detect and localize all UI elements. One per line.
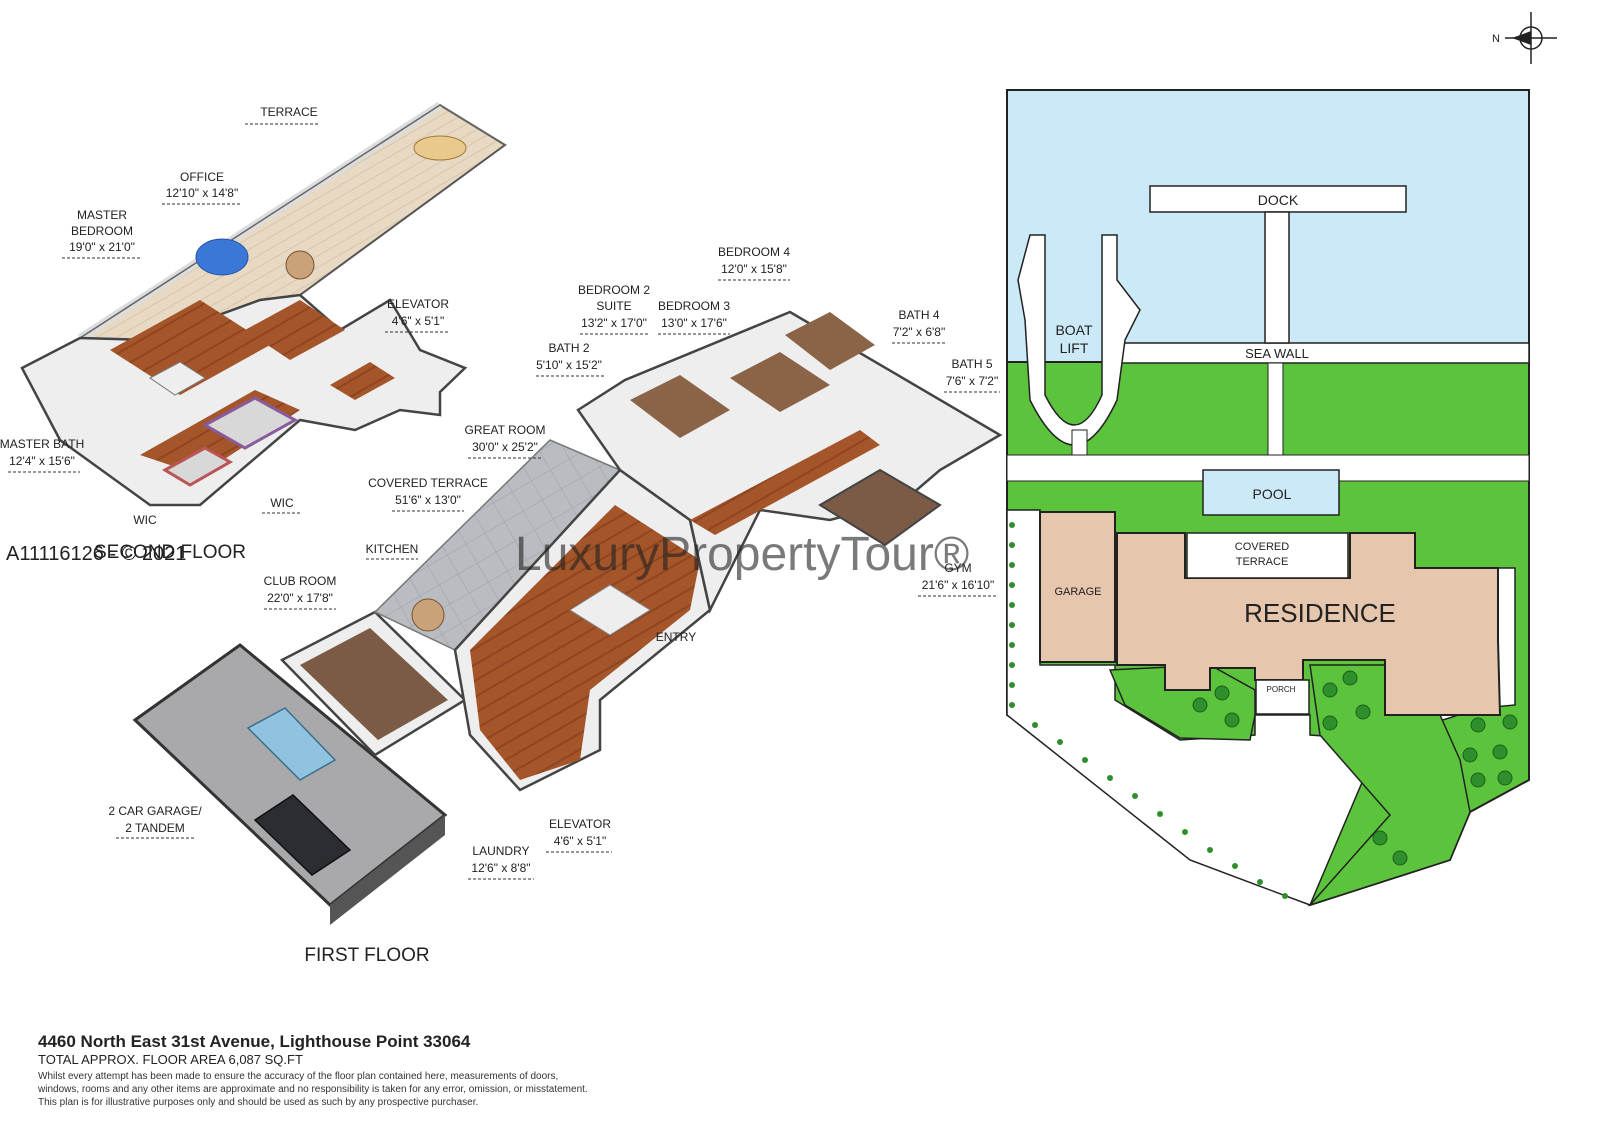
label-gym-dims: 21'6" x 16'10"	[922, 578, 995, 592]
label-bedroom-2-dims: 13'2" x 17'0"	[581, 316, 647, 330]
elevator-hall-floor	[330, 362, 395, 400]
label-laundry-dims: 12'6" x 8'8"	[471, 861, 530, 875]
label-entry: ENTRY	[656, 630, 696, 644]
garage-site-label: GARAGE	[1054, 586, 1101, 598]
wic-closet	[201, 396, 299, 450]
label-bedroom-3: BEDROOM 3	[658, 299, 730, 313]
sea-wall-label: SEA WALL	[1245, 346, 1309, 361]
label-great-room: GREAT ROOM	[465, 423, 546, 437]
label-great-room-dims: 30'0" x 25'2"	[472, 440, 538, 454]
sea-wall	[1114, 342, 1530, 364]
front-lawn-left	[1108, 664, 1256, 741]
porch-label: PORCH	[1267, 685, 1296, 694]
great-room-floor	[470, 505, 700, 780]
boat-lift-path	[1071, 429, 1088, 456]
label-covered-terrace-dims: 51'6" x 13'0"	[395, 493, 461, 507]
porch	[1255, 679, 1310, 715]
compass-icon: N	[1492, 12, 1557, 64]
label-bath-4-dims: 7'2" x 6'8"	[893, 325, 945, 339]
bedroom-3-floor	[730, 352, 830, 412]
label-office: OFFICE	[180, 170, 224, 184]
first-floor-title: FIRST FLOOR	[304, 945, 429, 966]
watermark-brand: LuxuryPropertyTour®	[515, 528, 969, 581]
label-elevator-1f-dims: 4'6" x 5'1"	[554, 834, 606, 848]
label-club-room-dims: 22'0" x 17'8"	[267, 591, 333, 605]
dock-path	[1267, 362, 1284, 456]
patio-umbrella	[195, 238, 249, 276]
label-gym: GYM	[944, 561, 971, 575]
club-room-floor	[300, 628, 448, 740]
wic-closet-2	[161, 446, 234, 487]
master-bed	[149, 361, 206, 396]
label-elevator-2f: ELEVATOR	[387, 297, 449, 311]
compass-label: N	[1492, 33, 1500, 45]
covered-terrace-label-1: COVERED	[1235, 541, 1289, 553]
car-blue	[246, 707, 337, 781]
hedge	[1009, 522, 1288, 899]
disclaimer-line-2: windows, rooms and any other items are a…	[38, 1084, 588, 1095]
bedroom-2-floor	[630, 375, 730, 438]
label-bath-2-dims: 5'10" x 15'2"	[536, 358, 602, 372]
boat-lift	[1017, 234, 1141, 446]
dock-label: DOCK	[1258, 192, 1299, 208]
pool	[1202, 469, 1340, 516]
master-bedroom-floor	[110, 300, 270, 395]
label-bedroom-3-dims: 13'0" x 17'6"	[661, 316, 727, 330]
sofa-set	[569, 584, 651, 636]
covered-terrace	[1186, 532, 1349, 579]
label-covered-terrace: COVERED TERRACE	[368, 476, 488, 490]
label-elevator-1f: ELEVATOR	[549, 817, 611, 831]
dining-table	[413, 135, 467, 161]
pool-label: POOL	[1253, 486, 1292, 502]
label-wic-1: WIC	[270, 496, 294, 510]
label-bath-5: BATH 5	[951, 357, 992, 371]
label-bedroom-4: BEDROOM 4	[718, 245, 790, 259]
label-bedroom-4-dims: 12'0" x 15'8"	[721, 262, 787, 276]
label-bath-5-dims: 7'6" x 7'2"	[946, 374, 998, 388]
disclaimer-line-1: Whilst every attempt has been made to en…	[38, 1071, 559, 1082]
label-master-bedroom-dims: 19'0" x 21'0"	[69, 240, 135, 254]
garage-site	[1039, 511, 1116, 663]
boat-lift-label-2: LIFT	[1060, 340, 1089, 356]
gym-floor	[818, 468, 942, 547]
label-elevator-2f-dims: 4'6" x 5'1"	[392, 314, 444, 328]
label-bath-4: BATH 4	[898, 308, 939, 322]
covered-terrace-label-2: TERRACE	[1236, 556, 1289, 568]
first-floor-plan	[132, 310, 1003, 925]
footer: 4460 North East 31st Avenue, Lighthouse …	[38, 1032, 678, 1109]
label-club-room: CLUB ROOM	[264, 574, 337, 588]
watermark-id: A11116126 - © 2021	[6, 543, 186, 565]
property-address: 4460 North East 31st Avenue, Lighthouse …	[38, 1032, 471, 1051]
trees	[1192, 670, 1518, 866]
dock-stem	[1264, 211, 1290, 344]
second-floor-plan	[20, 101, 507, 507]
disclaimer-line-3: This plan is for illustrative purposes o…	[38, 1097, 479, 1108]
label-master-bath-dims: 12'4" x 15'6"	[9, 454, 75, 468]
label-kitchen: KITCHEN	[366, 542, 419, 556]
residence-label: RESIDENCE	[1244, 598, 1396, 628]
label-wic-2: WIC	[133, 513, 157, 527]
car-black	[253, 794, 352, 876]
label-office-dims: 12'10" x 14'8"	[166, 186, 239, 200]
wing-corridor	[690, 430, 880, 535]
dock-top	[1149, 185, 1407, 213]
label-laundry: LAUNDRY	[472, 844, 529, 858]
site-plan: SEA WALL DOCK BOAT LIFT POOL RESIDENCE C…	[1006, 89, 1530, 907]
kitchen-spiral-stair	[411, 598, 445, 632]
second-floor-title: SECOND FLOOR	[94, 542, 246, 563]
spiral-stair	[285, 250, 315, 280]
boat-lift-label-1: BOAT	[1055, 322, 1093, 338]
label-master-bath: MASTER BATH	[0, 437, 84, 451]
bedroom-4-floor	[785, 312, 875, 370]
label-bath-2: BATH 2	[548, 341, 589, 355]
total-floor-area: TOTAL APPROX. FLOOR AREA 6,087 SQ.FT	[38, 1052, 303, 1067]
label-garage: 2 CAR GARAGE/2 TANDEM	[108, 804, 202, 835]
office-floor	[245, 300, 345, 360]
label-terrace: TERRACE	[260, 105, 317, 119]
